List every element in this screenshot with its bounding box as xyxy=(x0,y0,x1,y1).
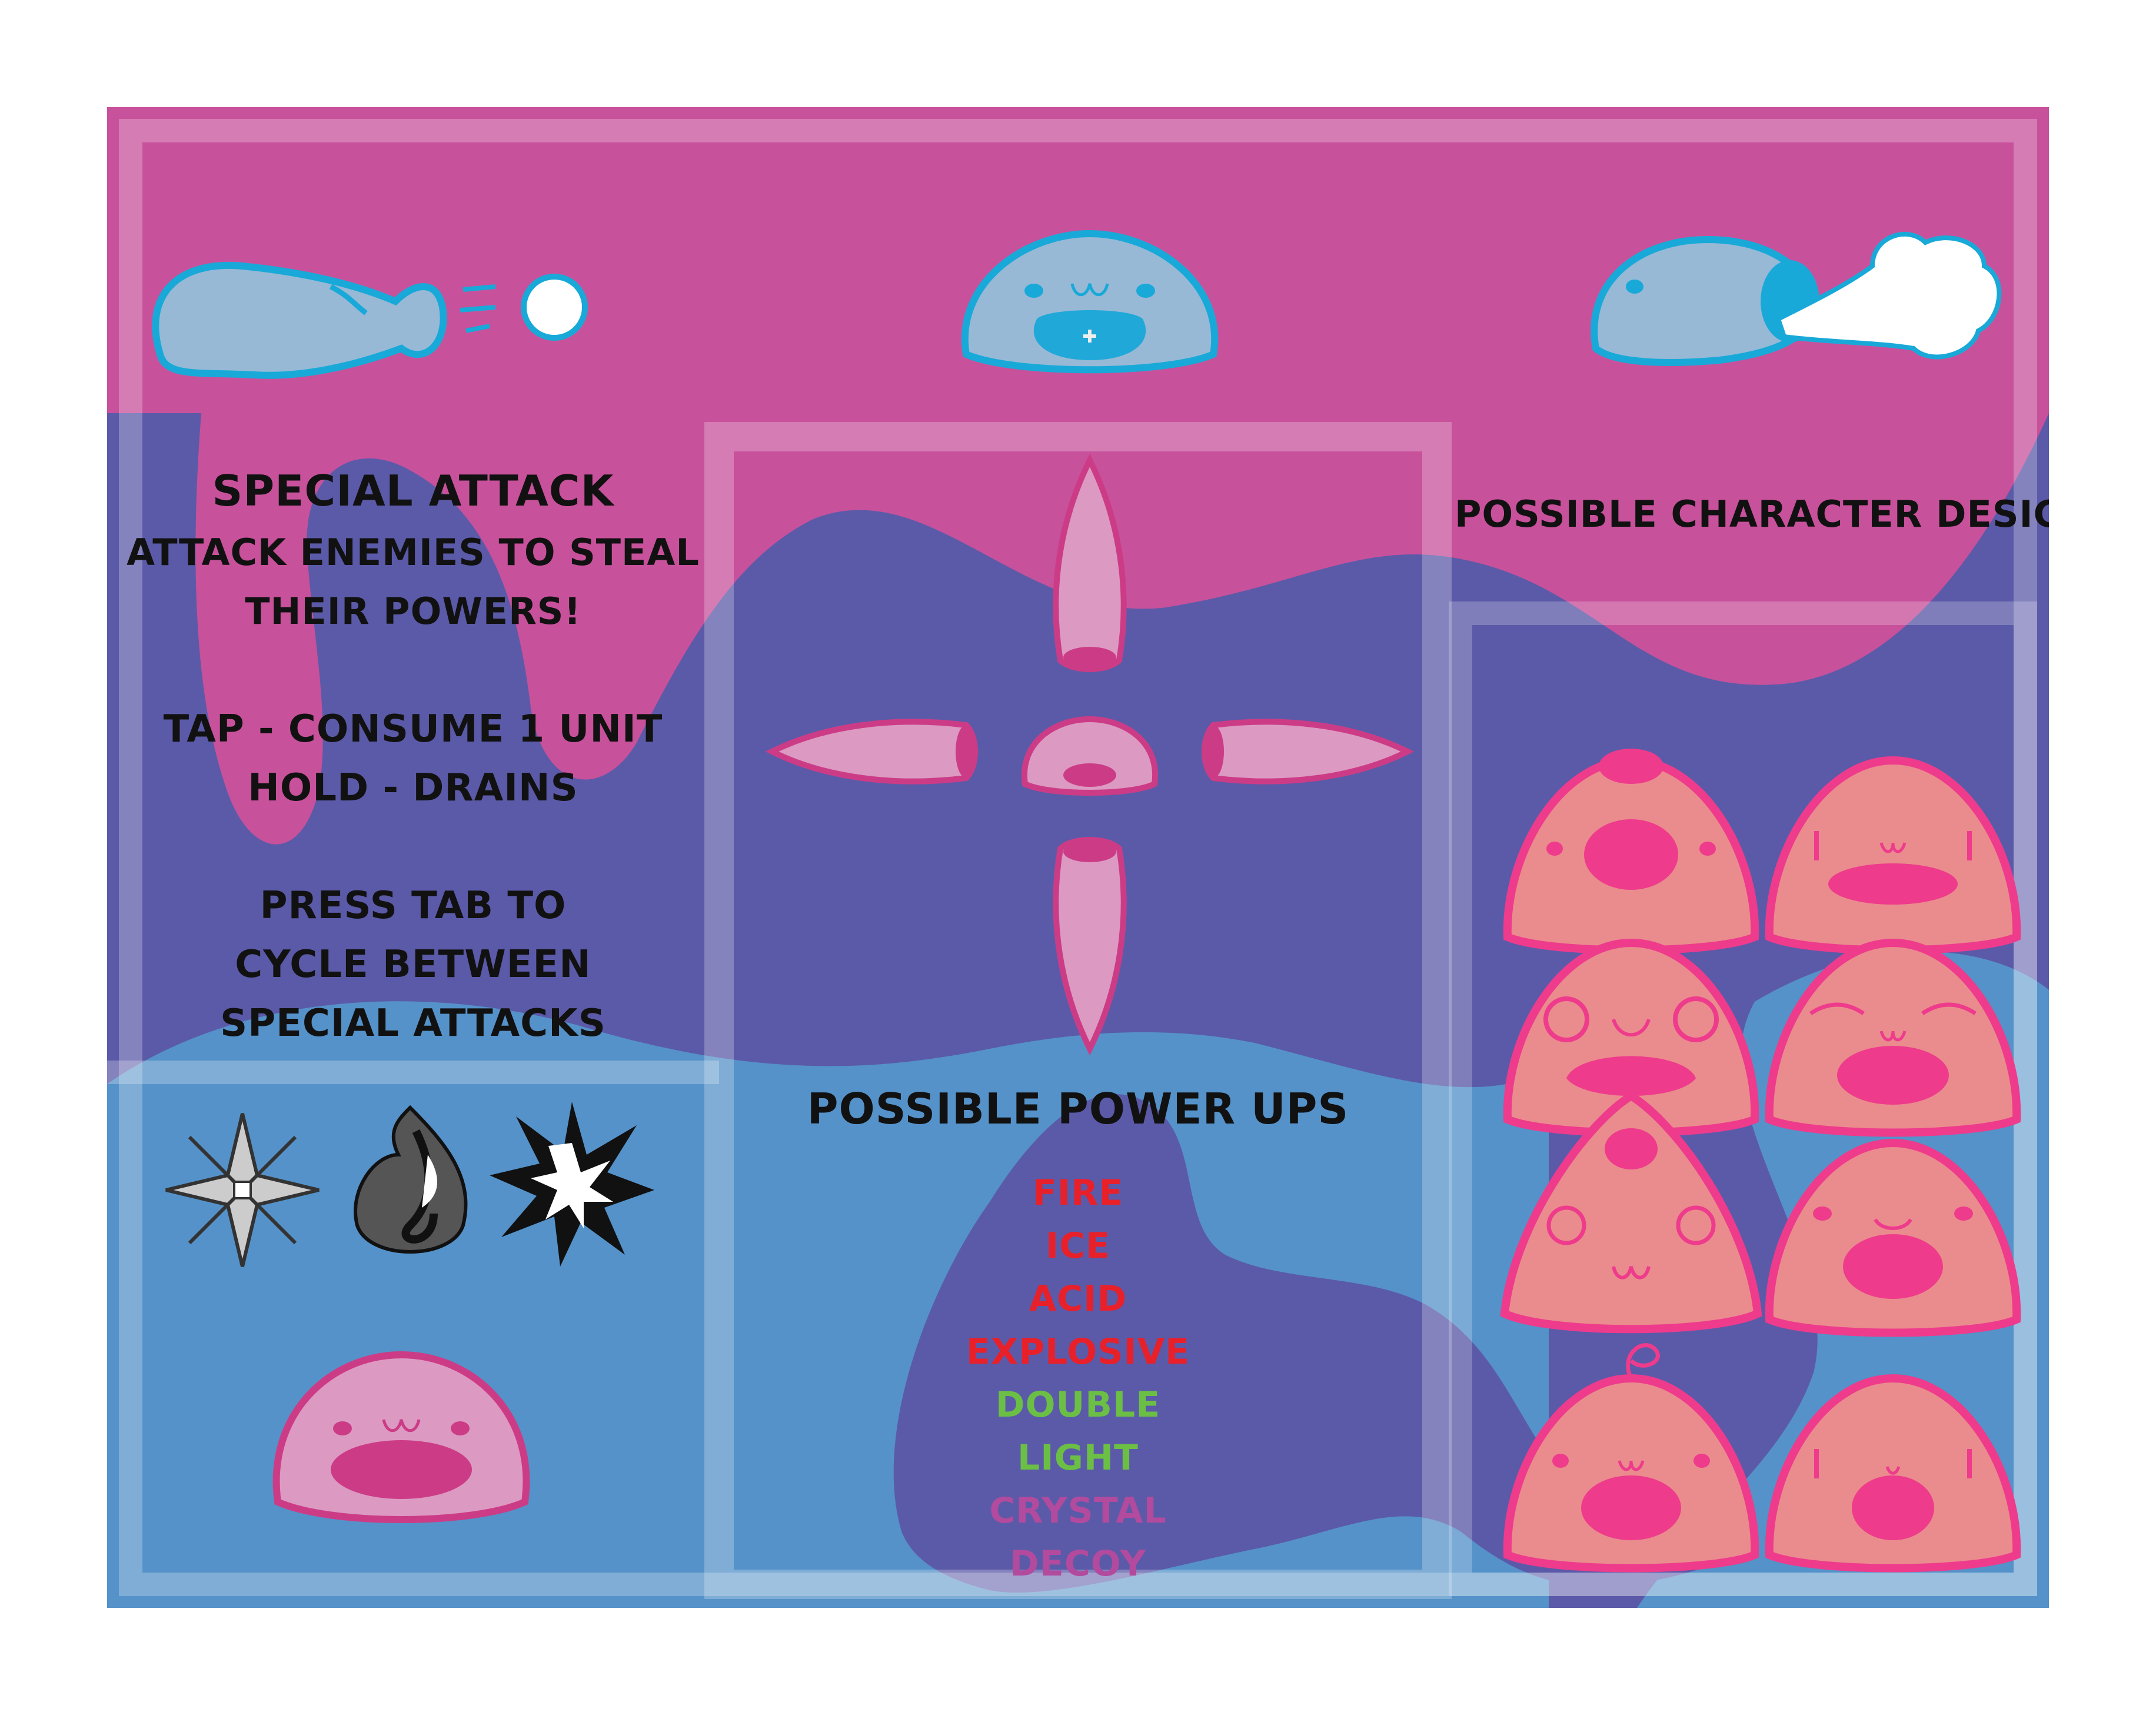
spitting-slime xyxy=(152,261,588,379)
hold-instruction: HOLD - DRAINS xyxy=(248,766,578,810)
panel-frame xyxy=(119,119,2037,1596)
board-artwork: ✚ xyxy=(107,107,2049,1608)
power-up-explosive: EXPLOSIVE xyxy=(966,1331,1190,1372)
right-panel-frame xyxy=(1449,601,2037,1596)
tap-instruction: TAP - CONSUME 1 UNIT xyxy=(163,707,663,751)
press-tab-line-1: PRESS TAB TO xyxy=(259,884,567,928)
crystal-slime: ✚ xyxy=(961,230,1218,374)
player-slime xyxy=(272,1351,530,1523)
power-up-acid: ACID xyxy=(1029,1278,1127,1320)
special-attack-title: SPECIAL ATTACK xyxy=(212,466,614,516)
character-design-5 xyxy=(1505,1096,1758,1329)
press-tab-line-2: CYCLE BETWEEN xyxy=(235,943,591,986)
special-attack-subtitle-2: THEIR POWERS! xyxy=(245,590,581,633)
svg-text:✚: ✚ xyxy=(1082,327,1097,347)
power-up-decoy: DECOY xyxy=(1009,1543,1147,1584)
power-up-crystal: CRYSTAL xyxy=(989,1490,1167,1531)
character-design-1 xyxy=(1508,749,1755,950)
power-up-ice: ICE xyxy=(1045,1225,1111,1267)
power-up-fire: FIRE xyxy=(1032,1172,1124,1214)
character-design-4 xyxy=(1769,943,2017,1133)
dark-flame-icon xyxy=(354,1105,468,1254)
ice-crystal-icon xyxy=(165,1113,320,1267)
press-tab-line-3: SPECIAL ATTACKS xyxy=(220,1002,606,1045)
power-up-double: DOUBLE xyxy=(995,1384,1161,1425)
power-ups-title: POSSIBLE POWER UPS xyxy=(807,1084,1349,1134)
character-design-6 xyxy=(1769,1143,2017,1333)
purple-lower-blob xyxy=(893,1094,1708,1593)
power-up-light: LIGHT xyxy=(1017,1437,1139,1478)
power-ups-list: FIRE ICE ACID EXPLOSIVE DOUBLE LIGHT CRY… xyxy=(719,1166,1437,1590)
center-panel-frame xyxy=(704,422,1452,1599)
character-designs-title: POSSIBLE CHARACTER DESIGNS xyxy=(1455,493,2049,536)
character-design-7 xyxy=(1508,1343,1755,1568)
dpad-slimes xyxy=(765,453,1415,1056)
character-design-3 xyxy=(1508,943,1755,1133)
explosion-burst-icon xyxy=(490,1102,654,1267)
character-design-2 xyxy=(1769,760,2017,950)
wind-slime xyxy=(1591,231,2002,366)
special-attack-subtitle-1: ATTACK ENEMIES TO STEAL xyxy=(127,531,700,574)
game-board: ✚ xyxy=(107,107,2049,1608)
character-design-8 xyxy=(1769,1378,2017,1568)
